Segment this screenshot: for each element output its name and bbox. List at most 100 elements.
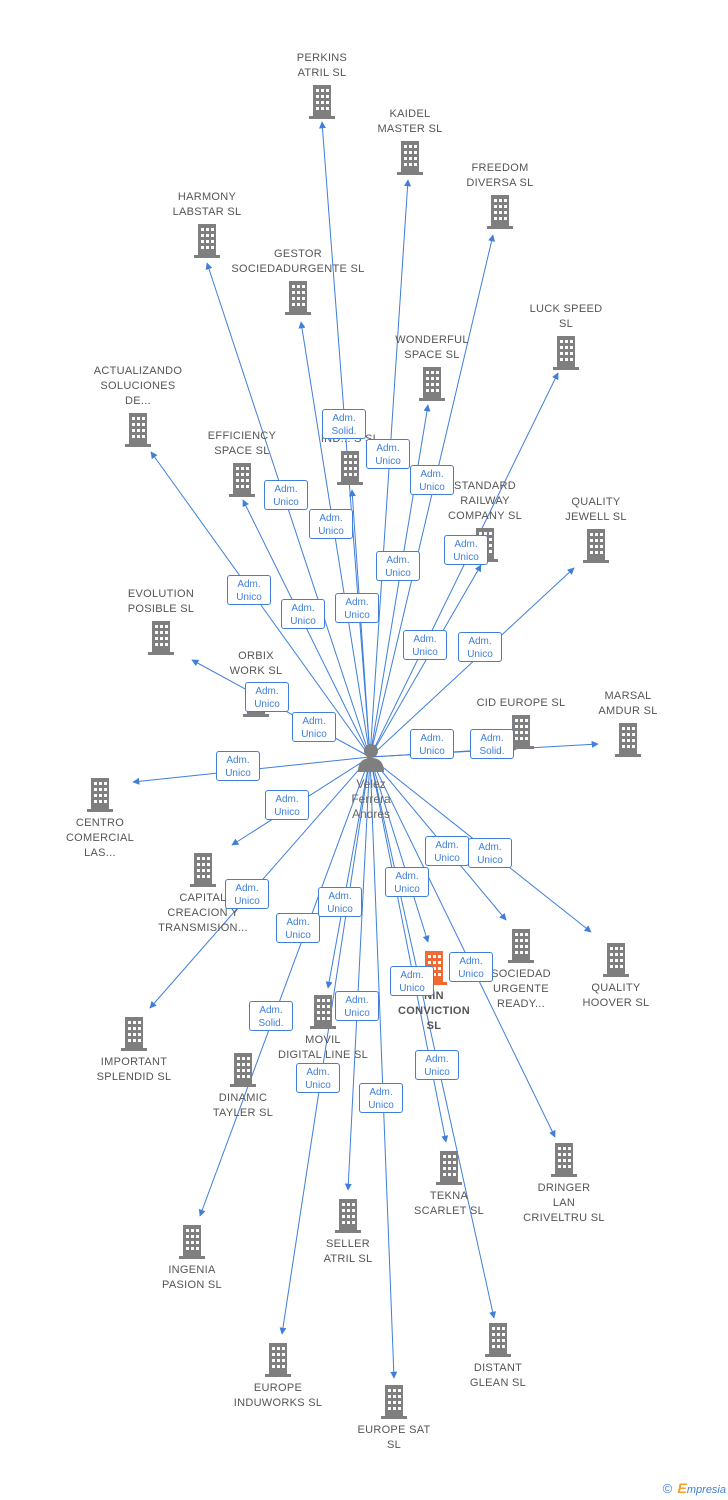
role-badge[interactable]: Adm. Unico — [444, 535, 488, 565]
company-node-harmony[interactable]: HARMONY LABSTAR SL — [132, 190, 282, 258]
company-node-ingenia[interactable]: INGENIA PASION SL — [117, 1225, 267, 1293]
edge-ingenia — [198, 756, 371, 1217]
company-node-wonderful[interactable]: WONDERFUL SPACE SL — [357, 333, 507, 401]
company-label: ACTUALIZANDO SOLUCIONES DE... — [93, 365, 183, 407]
company-node-important[interactable]: IMPORTANT SPLENDID SL — [59, 1017, 209, 1085]
company-node-freedom[interactable]: FREEDOM DIVERSA SL — [425, 161, 575, 229]
building-icon — [419, 367, 445, 401]
role-badge[interactable]: Adm. Unico — [318, 887, 362, 917]
role-badge[interactable]: Adm. Unico — [309, 509, 353, 539]
building-icon — [265, 1343, 291, 1377]
role-badge[interactable]: Adm. Unico — [296, 1063, 340, 1093]
company-label: EVOLUTION POSIBLE SL — [127, 588, 195, 615]
role-badge[interactable]: Adm. Unico — [216, 751, 260, 781]
company-node-standard[interactable]: STANDARD RAILWAY COMPANY SL — [410, 479, 560, 562]
edge-gestor — [298, 321, 371, 758]
role-badge[interactable]: Adm. Unico — [225, 879, 269, 909]
role-badge[interactable]: Adm. Unico — [410, 465, 454, 495]
edge-harmony — [205, 262, 371, 758]
building-icon — [309, 85, 335, 119]
company-node-quality-hoover[interactable]: QUALITY HOOVER SL — [541, 943, 691, 1011]
company-node-efficiency[interactable]: EFFICIENCY SPACE SL — [167, 429, 317, 497]
building-icon — [583, 529, 609, 563]
role-badge[interactable]: Adm. Unico — [385, 867, 429, 897]
building-icon — [337, 451, 363, 485]
role-badge[interactable]: Adm. Unico — [390, 966, 434, 996]
footer-credit: © Empresia — [663, 1480, 726, 1496]
role-badge[interactable]: Adm. Unico — [366, 439, 410, 469]
role-badge[interactable]: Adm. Unico — [265, 790, 309, 820]
center-person[interactable]: Velez Ferrera Andres — [326, 742, 416, 822]
company-node-gestor[interactable]: GESTOR SOCIEDADURGENTE SL — [223, 247, 373, 315]
role-badge[interactable]: Adm. Unico — [449, 952, 493, 982]
role-badge[interactable]: Adm. Unico — [292, 712, 336, 742]
company-node-actualizando[interactable]: ACTUALIZANDO SOLUCIONES DE... — [63, 364, 213, 447]
company-node-quality-jewell[interactable]: QUALITY JEWELL SL — [521, 495, 671, 563]
role-badge[interactable]: Adm. Unico — [410, 729, 454, 759]
building-icon — [485, 1323, 511, 1357]
company-node-tekna[interactable]: TEKNA SCARLET SL — [374, 1151, 524, 1219]
role-badge[interactable]: Adm. Unico — [425, 836, 469, 866]
company-label: KAIDEL MASTER SL — [377, 108, 443, 135]
edge-wonderful — [369, 404, 431, 758]
building-icon — [487, 195, 513, 229]
company-node-perkins[interactable]: PERKINS ATRIL SL — [247, 51, 397, 119]
edge-europe_sat — [369, 756, 398, 1379]
role-badge[interactable]: Adm. Unico — [458, 632, 502, 662]
company-label: HARMONY LABSTAR SL — [172, 191, 242, 218]
company-label: MOVIL DIGITAL LINE SL — [277, 1034, 369, 1061]
company-node-europe-sat[interactable]: EUROPE SAT SL — [319, 1385, 469, 1453]
building-icon — [381, 1385, 407, 1419]
company-node-dinamic[interactable]: DINAMIC TAYLER SL — [168, 1053, 318, 1121]
company-label: MARSAL AMDUR SL — [598, 690, 658, 717]
company-node-movil[interactable]: MOVIL DIGITAL LINE SL — [248, 995, 398, 1063]
person-icon — [358, 744, 384, 772]
brand-logo[interactable]: Empresia — [678, 1480, 726, 1496]
role-badge[interactable]: Adm. Unico — [227, 575, 271, 605]
role-badge[interactable]: Adm. Unico — [335, 991, 379, 1021]
company-node-kaidel[interactable]: KAIDEL MASTER SL — [335, 107, 485, 175]
company-node-seller[interactable]: SELLER ATRIL SL — [273, 1199, 423, 1267]
role-badge[interactable]: Adm. Solid. — [322, 409, 366, 439]
building-icon — [194, 224, 220, 258]
role-badge[interactable]: Adm. Unico — [335, 593, 379, 623]
company-label: WONDERFUL SPACE SL — [395, 334, 469, 361]
company-node-sociedad[interactable]: SOCIEDAD URGENTE READY... — [446, 929, 596, 1012]
edge-quality_jewell — [369, 567, 575, 758]
role-badge[interactable]: Adm. Unico — [281, 599, 325, 629]
role-badge[interactable]: Adm. Unico — [245, 682, 289, 712]
company-node-evolution[interactable]: EVOLUTION POSIBLE SL — [86, 587, 236, 655]
role-badge[interactable]: Adm. Solid. — [470, 729, 514, 759]
company-node-dringer[interactable]: DRINGER LAN CRIVELTRU SL — [489, 1143, 639, 1226]
edge-europe_induworks — [279, 756, 371, 1335]
company-node-capital[interactable]: CAPITAL CREACION Y TRANSMISION... — [128, 853, 278, 936]
company-label: LUCK SPEED SL — [529, 303, 603, 330]
company-label: CID EUROPE SL — [476, 697, 566, 709]
building-icon — [285, 281, 311, 315]
copyright-symbol: © — [662, 1481, 673, 1496]
edge-movil — [325, 756, 371, 989]
edge-ind — [348, 489, 371, 758]
building-icon — [230, 1053, 256, 1087]
building-icon — [125, 413, 151, 447]
role-badge[interactable]: Adm. Unico — [403, 630, 447, 660]
company-node-centro[interactable]: CENTRO COMERCIAL LAS... — [25, 778, 175, 861]
role-badge[interactable]: Adm. Unico — [376, 551, 420, 581]
company-node-cid[interactable]: CID EUROPE SL — [446, 696, 596, 749]
role-badge[interactable]: Adm. Unico — [359, 1083, 403, 1113]
company-label: SELLER ATRIL SL — [323, 1238, 373, 1265]
company-node-distant[interactable]: DISTANT GLEAN SL — [423, 1323, 573, 1391]
role-badge[interactable]: Adm. Unico — [276, 913, 320, 943]
role-badge[interactable]: Adm. Unico — [264, 480, 308, 510]
role-badge[interactable]: Adm. Unico — [468, 838, 512, 868]
role-badge[interactable]: Adm. Solid. — [249, 1001, 293, 1031]
company-label: EUROPE SAT SL — [357, 1424, 431, 1451]
building-icon — [508, 929, 534, 963]
company-node-europe-induworks[interactable]: EUROPE INDUWORKS SL — [203, 1343, 353, 1411]
company-label: CAPITAL CREACION Y TRANSMISION... — [158, 892, 248, 934]
company-node-luck[interactable]: LUCK SPEED SL — [491, 302, 641, 370]
role-badge[interactable]: Adm. Unico — [415, 1050, 459, 1080]
building-icon — [310, 995, 336, 1029]
building-icon — [397, 141, 423, 175]
company-node-marsal[interactable]: MARSAL AMDUR SL — [553, 689, 703, 757]
